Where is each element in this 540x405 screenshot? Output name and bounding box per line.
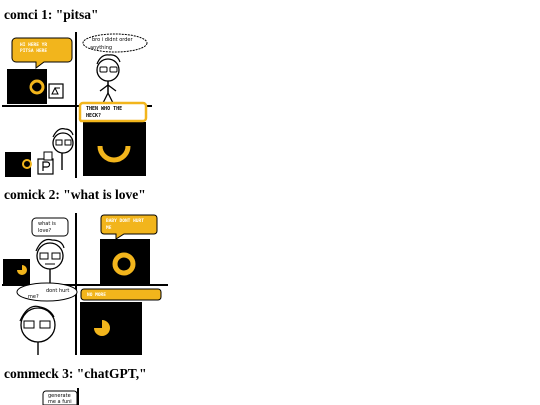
- human-arms: [99, 84, 117, 92]
- phone-icon: [43, 151, 53, 161]
- robot-eye: [94, 320, 110, 336]
- human-hair: [35, 238, 65, 252]
- comic-2-title: comick 2: "what is love": [4, 187, 146, 202]
- comic-1-panel-2: bro i didnt order anything: [82, 33, 148, 104]
- bubble-line-2: me a funi: [48, 399, 72, 405]
- robot-eye: [112, 252, 136, 276]
- comic-2-panel-1: what is love?: [3, 217, 69, 285]
- robot-eye: [97, 145, 131, 163]
- human-hair: [52, 128, 74, 138]
- robot-eye: [22, 159, 32, 169]
- human-hair: [19, 305, 55, 322]
- comic-1: HI HERE YR PITSA HERE bro i didnt order …: [2, 32, 152, 178]
- bubble-line-2: anything: [90, 45, 112, 51]
- robot-speech-bubble: [80, 288, 162, 301]
- glasses-icon: [64, 139, 72, 146]
- robot-body: [83, 122, 146, 176]
- comic-2-panel-3: dont hurt me?: [16, 282, 78, 355]
- pizza-slice-icon: [51, 86, 60, 95]
- human-speech-bubble: [82, 33, 148, 53]
- robot-pupil: [32, 84, 38, 90]
- bubble-line-1: BABY DONT HURT: [106, 218, 144, 224]
- bubble-line-2: HECK?: [86, 113, 101, 119]
- robot-body: [80, 302, 142, 355]
- comic-1-panel-4: THEN WHO THE HECK?: [78, 101, 148, 176]
- comic-2-panel-4: NO MORE: [80, 288, 162, 355]
- comic-1-title: comci 1: "pitsa": [4, 7, 99, 22]
- comic-1-panel-1: HI HERE YR PITSA HERE: [7, 37, 73, 104]
- robot-speech-bubble: [100, 214, 158, 240]
- bubble-line-1: generate: [48, 393, 71, 399]
- glasses-icon: [39, 252, 49, 260]
- bubble-line-2: ME: [106, 225, 112, 231]
- glasses-icon: [55, 139, 63, 146]
- bubble-line-2: love?: [38, 228, 51, 234]
- comic-3: generate me a funi: [42, 388, 79, 405]
- glasses-icon: [109, 66, 118, 73]
- human-head: [52, 132, 74, 154]
- bubble-line-1: THEN WHO THE: [86, 106, 122, 112]
- robot-speech-bubble: [78, 101, 148, 123]
- comic-3-panel-1: generate me a funi: [42, 388, 79, 405]
- human-speech-bubble: [42, 390, 78, 405]
- robot-body: [7, 69, 47, 104]
- bubble-line-2: PITSA HERE: [20, 48, 47, 54]
- robot-speech-bubble: [11, 37, 73, 69]
- human-hair: [96, 54, 121, 65]
- robot-body: [100, 239, 150, 285]
- robot-body: [5, 152, 31, 177]
- glasses-icon: [51, 252, 61, 260]
- bubble-line-1: what is: [38, 221, 56, 227]
- bubble-line-1: dont hurt: [46, 288, 69, 294]
- bubble-line-2: me?: [28, 294, 39, 300]
- human-legs: [102, 92, 114, 104]
- robot-eye: [29, 79, 45, 95]
- pizza-p-icon: [42, 161, 51, 171]
- comic-3-title: commeck 3: "chatGPT,": [4, 366, 147, 381]
- robot-eye: [17, 265, 27, 275]
- human-speech-bubble: [31, 217, 69, 237]
- glasses-icon: [99, 66, 108, 73]
- comic-2-panel-2: BABY DONT HURT ME: [100, 214, 158, 285]
- glasses-icon: [39, 320, 51, 329]
- comic-1-panel-3: [5, 128, 74, 177]
- glasses-icon: [23, 320, 35, 329]
- bubble-line-1: HI HERE YR: [20, 42, 47, 48]
- bubble-line-1: bro i didnt order: [92, 37, 133, 43]
- bubble-line-1: NO MORE: [87, 292, 106, 298]
- human-speech-bubble: [16, 282, 78, 302]
- comic-2: what is love? BABY DONT HURT ME dont hur…: [2, 213, 168, 355]
